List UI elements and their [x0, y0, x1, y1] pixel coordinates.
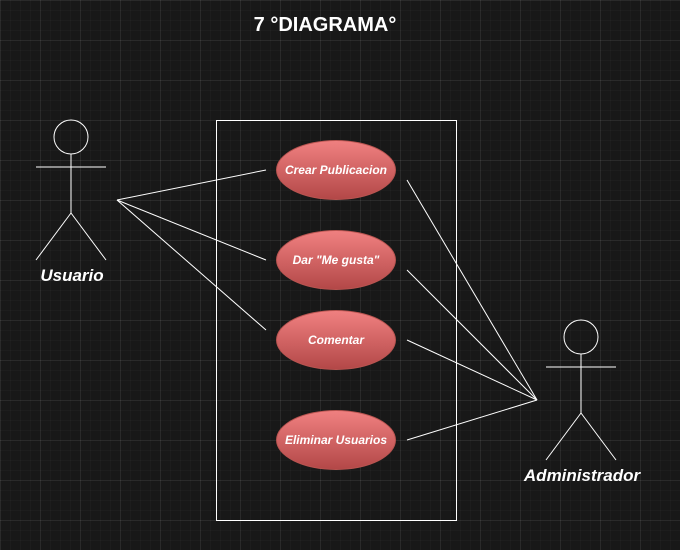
- assoc-usuario-crear: [116, 169, 267, 201]
- assoc-usuario-comentar: [116, 199, 267, 331]
- actor-usuario-left-leg: [35, 212, 72, 261]
- actor-admin-right-leg: [580, 412, 617, 461]
- assoc-admin-comentar: [406, 339, 538, 401]
- assoc-admin-eliminar: [406, 399, 538, 441]
- actor-admin-label: Administrador: [523, 466, 641, 485]
- actor-admin-left-leg: [545, 412, 582, 461]
- actor-usuario-label: Usuario: [40, 266, 104, 285]
- assoc-usuario-megusta: [116, 199, 267, 261]
- usecase-eliminar-usuarios[interactable]: Eliminar Usuarios: [276, 410, 396, 470]
- actor-admin-figure: [545, 319, 617, 461]
- actor-usuario-figure: [35, 119, 107, 261]
- actor-admin-head: [563, 319, 599, 355]
- diagram-title: 7 °DIAGRAMA°: [253, 14, 397, 36]
- actor-usuario-head: [53, 119, 89, 155]
- system-boundary: [216, 120, 457, 521]
- actor-usuario-right-leg: [70, 212, 107, 261]
- usecase-crear-publicacion[interactable]: Crear Publicacion: [276, 140, 396, 200]
- assoc-admin-megusta: [406, 269, 538, 401]
- assoc-admin-crear: [406, 179, 538, 401]
- usecase-comentar[interactable]: Comentar: [276, 310, 396, 370]
- usecase-dar-me-gusta[interactable]: Dar "Me gusta": [276, 230, 396, 290]
